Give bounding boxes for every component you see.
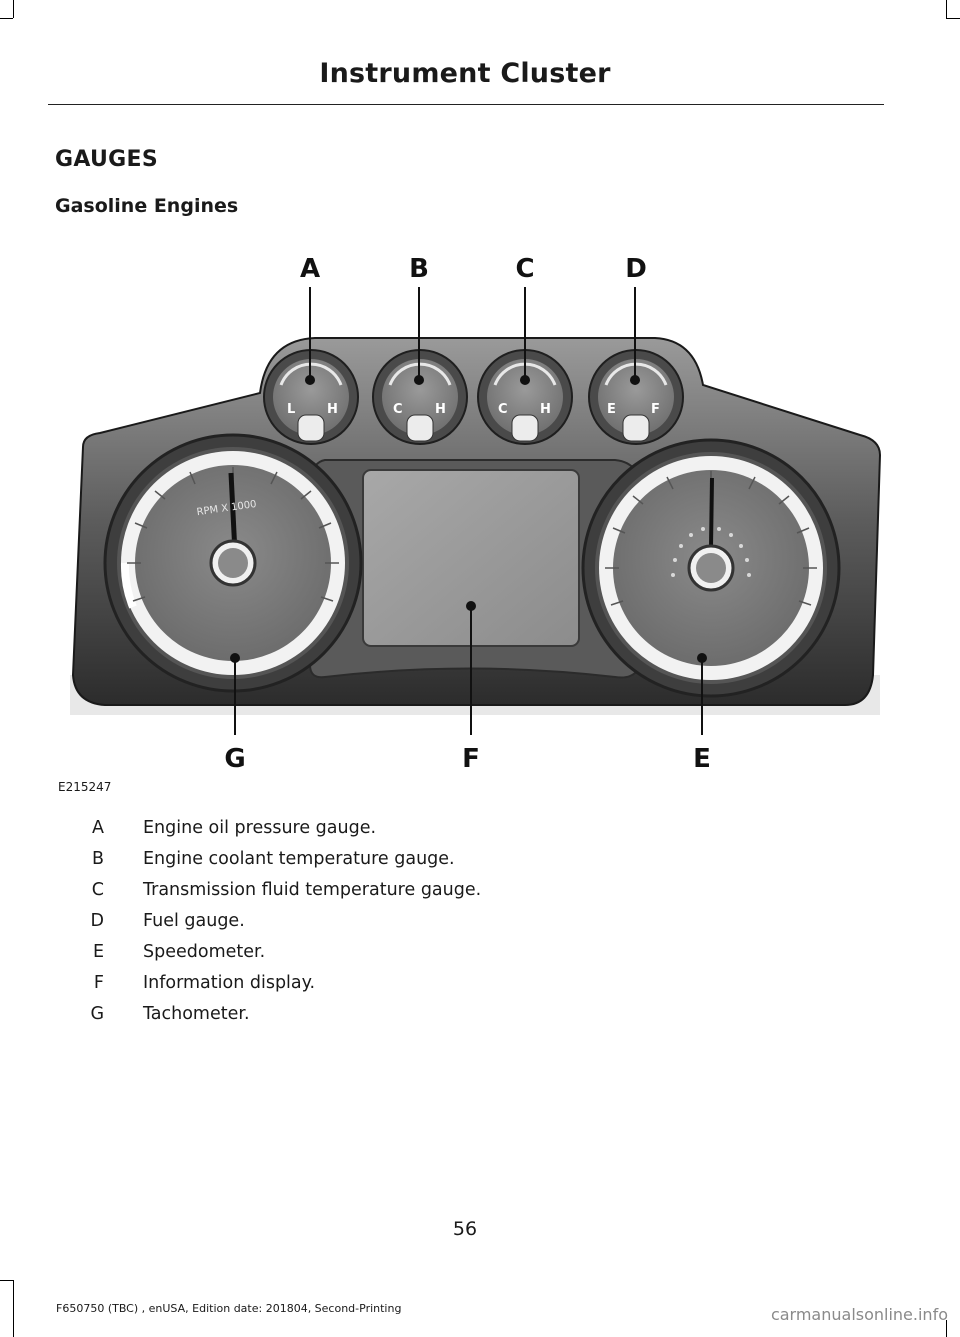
section-subtitle: Gasoline Engines — [55, 195, 239, 217]
legend-row: C Transmission fluid temperature gauge. — [0, 880, 800, 910]
callout-b: B — [409, 254, 429, 284]
callout-e: E — [693, 744, 711, 774]
legend-row: D Fuel gauge. — [0, 911, 800, 941]
section-title: GAUGES — [55, 147, 159, 172]
legend-text: Tachometer. — [143, 1004, 250, 1024]
legend-key: C — [91, 880, 104, 900]
crop-mark — [13, 1280, 14, 1337]
transmission-gauge-cold-mark: C — [498, 402, 508, 417]
page-number: 56 — [452, 1218, 478, 1240]
legend-key: F — [93, 973, 104, 993]
legend-row: G Tachometer. — [0, 1004, 800, 1034]
crop-mark — [0, 18, 13, 19]
callout-c: C — [515, 254, 534, 284]
legend-key: E — [92, 942, 104, 962]
tachometer: RPM X 1000 — [103, 433, 363, 693]
crop-mark — [946, 18, 960, 19]
callout-g: G — [224, 744, 245, 774]
legend-row: F Information display. — [0, 973, 800, 1003]
fuel-gauge: E F — [588, 349, 684, 445]
crop-mark — [946, 1320, 947, 1337]
legend-text: Engine oil pressure gauge. — [143, 818, 377, 838]
coolant-gauge-cold-mark: C — [393, 402, 403, 417]
legend-key: A — [92, 818, 104, 838]
legend-row: A Engine oil pressure gauge. — [0, 818, 800, 848]
legend-key: G — [90, 1004, 104, 1024]
legend-text: Engine coolant temperature gauge. — [143, 849, 455, 869]
fuel-gauge-full-mark: F — [651, 402, 660, 417]
coolant-gauge-hot-mark: H — [435, 402, 446, 417]
callout-dots — [230, 375, 707, 663]
legend-text: Speedometer. — [143, 942, 266, 962]
crop-mark — [13, 0, 14, 18]
legend-text: Transmission fluid temperature gauge. — [143, 880, 482, 900]
figure-id: E215247 — [58, 780, 112, 794]
callout-f: F — [462, 744, 480, 774]
crop-mark — [946, 0, 947, 18]
instrument-cluster-illustration: RPM X 1000 — [70, 254, 882, 774]
fuel-gauge-empty-mark: E — [607, 402, 616, 417]
legend-text: Information display. — [143, 973, 316, 993]
callout-a: A — [300, 254, 320, 284]
header-divider — [48, 104, 884, 105]
transmission-gauge-hot-mark: H — [540, 402, 551, 417]
legend-key: B — [91, 849, 104, 869]
callout-leader-lines — [234, 287, 703, 735]
oil-pressure-gauge: L H — [263, 349, 359, 445]
crop-mark — [0, 1280, 13, 1281]
callout-d: D — [625, 254, 647, 284]
legend-key: D — [90, 911, 104, 931]
speedometer — [581, 438, 841, 698]
legend-row: E Speedometer. — [0, 942, 800, 972]
legend-text: Fuel gauge. — [143, 911, 245, 931]
instrument-cluster-figure: RPM X 1000 — [55, 235, 895, 800]
watermark: carmanualsonline.info — [770, 1305, 948, 1324]
oil-gauge-high-mark: H — [327, 402, 338, 417]
legend-row: B Engine coolant temperature gauge. — [0, 849, 800, 879]
oil-gauge-low-mark: L — [287, 402, 295, 417]
footer-edition-info: F650750 (TBC) , enUSA, Edition date: 201… — [56, 1302, 402, 1315]
page-header-title: Instrument Cluster — [319, 58, 611, 89]
transmission-temperature-gauge: C H — [477, 349, 573, 445]
speedometer-needle — [709, 477, 714, 548]
